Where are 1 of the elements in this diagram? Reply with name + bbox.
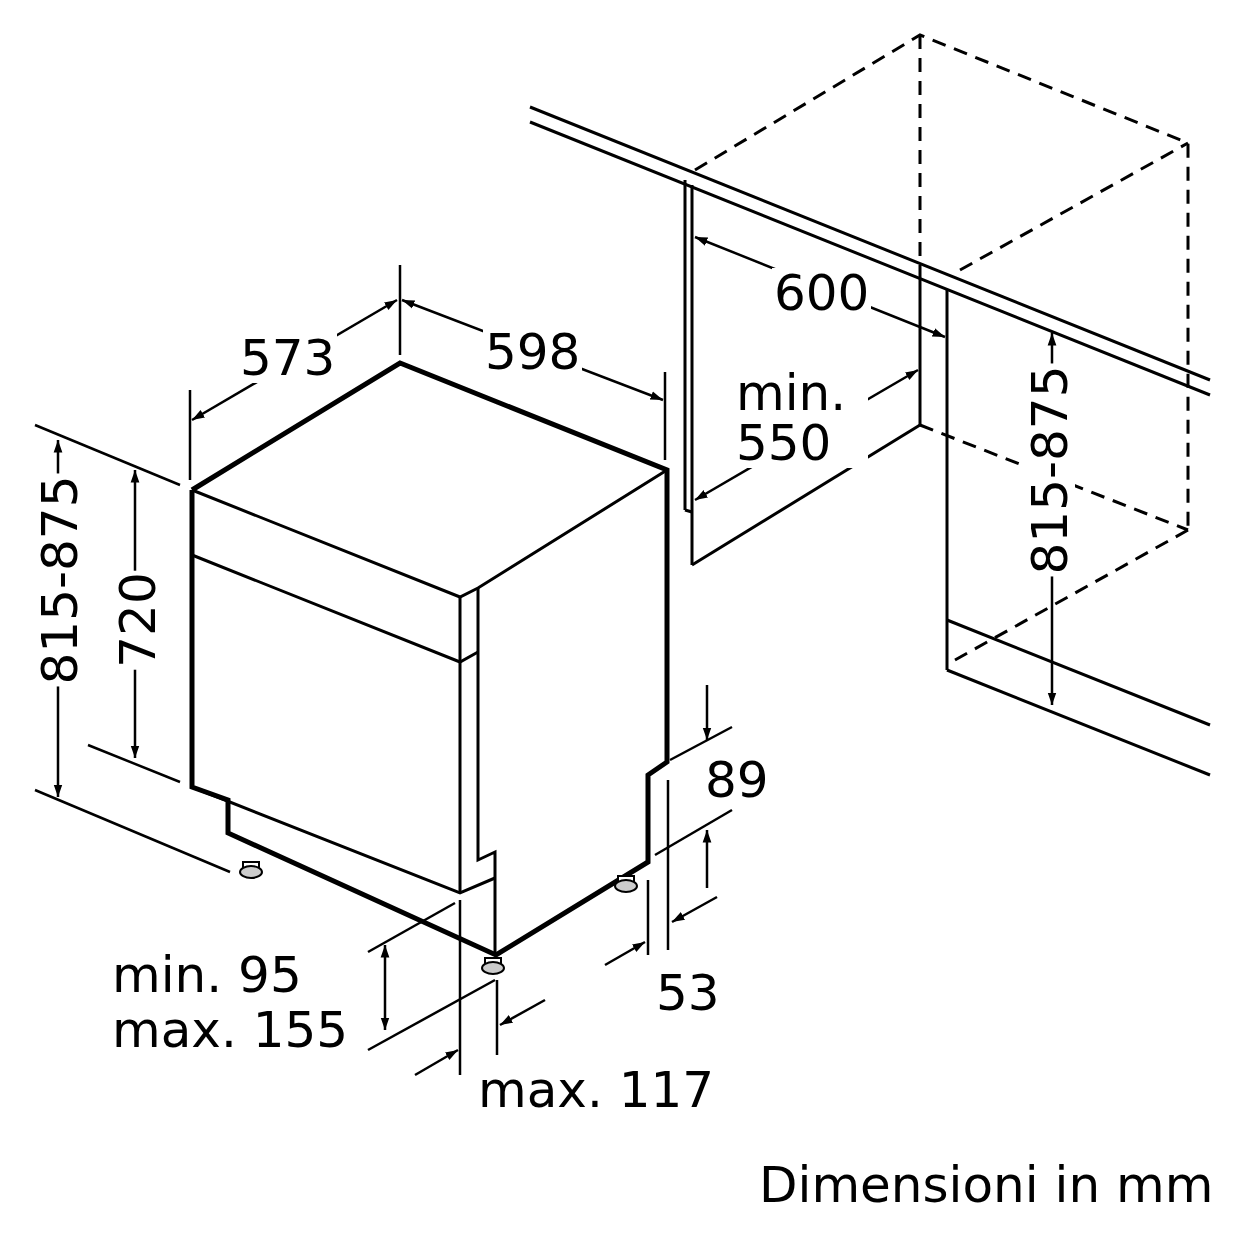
dimension-label: 815-875 [1025,363,1075,577]
